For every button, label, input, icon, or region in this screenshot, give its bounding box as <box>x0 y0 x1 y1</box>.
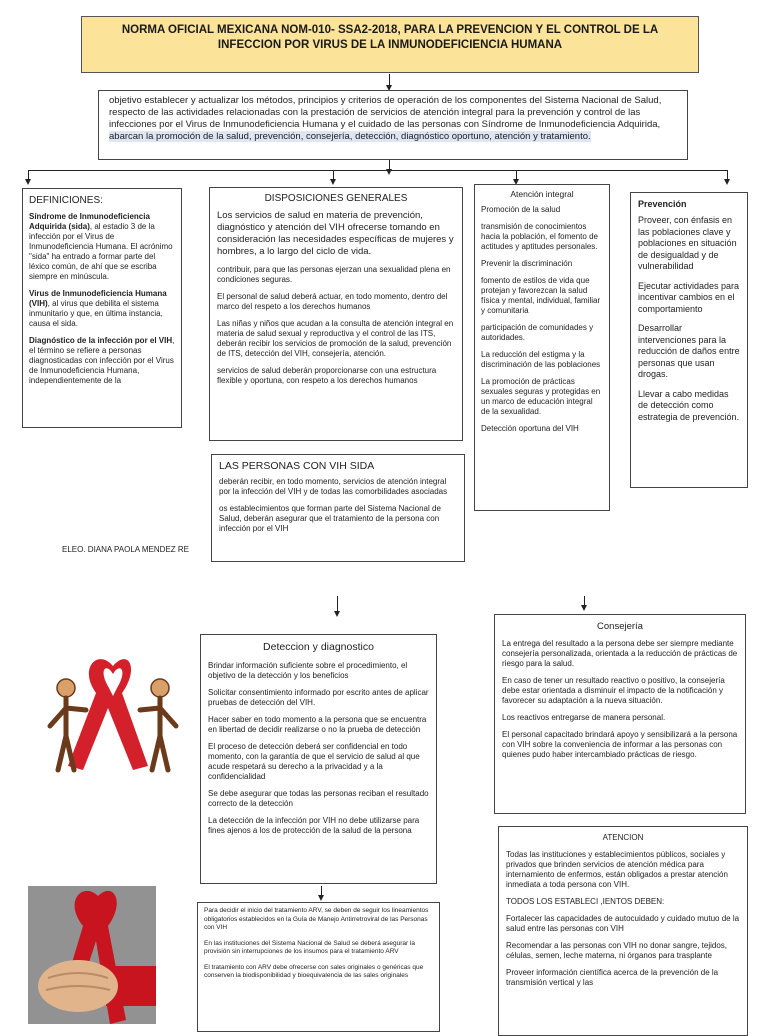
definicion-item: Diagnóstico de la infección por el VIH, … <box>29 336 175 385</box>
figure-right-head <box>150 678 170 698</box>
tratamiento-item: El tratamiento con ARV debe ofrecerse co… <box>204 963 424 980</box>
tratamiento-item: Para decidir el inicio del tratamiento A… <box>204 907 429 931</box>
prevencion-box: Prevención Proveer, con énfasis en las p… <box>630 192 748 488</box>
atencion-integral-item: Prevenir la discriminación <box>481 259 573 268</box>
atencion-integral-item: transmisión de conocimientos hacia la po… <box>481 222 598 251</box>
deteccion-box: Deteccion y diagnostico Brindar informac… <box>200 634 437 884</box>
consejeria-header: Consejería <box>597 621 643 632</box>
atencion-header: ATENCION <box>602 833 644 842</box>
prevencion-item: Desarrollar intervenciones para la reduc… <box>638 323 740 379</box>
definicion-item: Virus de Inmunodeficiencia Humana (VIH),… <box>29 289 167 328</box>
atencion-integral-item: fomento de estilos de vida que protejan … <box>481 276 601 315</box>
prevencion-item: Proveer, con énfasis en las poblaciones … <box>638 215 737 271</box>
personas-vih-header: LAS PERSONAS CON VIH SIDA <box>219 460 375 472</box>
atencion-integral-item: La promoción de prácticas sexuales segur… <box>481 377 601 416</box>
prevencion-item: Llevar a cabo medidas de detección como … <box>638 388 740 422</box>
tratamiento-box: Para decidir el inicio del tratamiento A… <box>197 902 440 1032</box>
atencion-integral-box: Atención integral Promoción de la salud … <box>474 184 610 511</box>
consejeria-item: En caso de tener un resultado reactivo o… <box>502 676 725 705</box>
personas-vih-item: deberán recibir, en todo momento, servic… <box>219 477 448 496</box>
definicion-item: Síndrome de Inmunodeficiencia Adquirida … <box>29 212 173 281</box>
arrow-disposiciones <box>330 170 336 185</box>
branch-line <box>28 170 728 171</box>
atencion-integral-item: Promoción de la salud <box>481 205 561 214</box>
disposiciones-box: DISPOSICIONES GENERALES Los servicios de… <box>209 187 463 441</box>
atencion-box: ATENCION Todas las instituciones y estab… <box>498 826 748 1036</box>
ribbon-people-illustration <box>47 659 179 773</box>
atencion-item: Recomendar a las personas con VIH no don… <box>506 941 728 960</box>
deteccion-header: Deteccion y diagnostico <box>263 641 374 653</box>
disposicion-item: contribuir, para que las personas ejerza… <box>217 265 451 284</box>
arrow-definiciones <box>25 170 31 185</box>
atencion-integral-item: participación de comunidades y autoridad… <box>481 323 594 342</box>
figure-right-body <box>137 695 179 773</box>
objetivo-highlight: abarcan la promoción de la salud, preven… <box>109 131 591 142</box>
atencion-item: Todas las instituciones y establecimient… <box>506 850 728 889</box>
atencion-item: Proveer información científica acerca de… <box>506 968 719 987</box>
disposicion-item: servicios de salud deberán proporcionars… <box>217 366 437 385</box>
definiciones-header: DEFINICIONES: <box>29 195 103 206</box>
arrow-atencion-integral <box>513 170 519 185</box>
consejeria-item: El personal capacitado brindará apoyo y … <box>502 730 738 759</box>
objetivo-text: objetivo establecer y actualizar los mét… <box>109 95 662 130</box>
personas-vih-item: os establecimientos que forman parte del… <box>219 504 441 533</box>
atencion-integral-header: Atención integral <box>510 189 574 199</box>
personas-vih-box: LAS PERSONAS CON VIH SIDA deberán recibi… <box>211 454 465 562</box>
page-title: NORMA OFICIAL MEXICANA NOM-010- SSA2-201… <box>81 16 699 73</box>
deteccion-item: La detección de la infección por VIH no … <box>208 816 420 835</box>
ribbon-shape <box>68 659 148 770</box>
arrow-deteccion <box>334 596 340 617</box>
disposiciones-header: DISPOSICIONES GENERALES <box>264 193 408 204</box>
disposicion-lead: Los servicios de salud en materia de pre… <box>217 210 454 257</box>
arrow-objetivo-down <box>386 160 392 175</box>
tratamiento-item: En las instituciones del Sistema Naciona… <box>204 939 416 956</box>
consejeria-box: Consejería La entrega del resultado a la… <box>494 614 746 814</box>
prevencion-header: Prevención <box>638 199 687 209</box>
deteccion-item: El proceso de detección deberá ser confi… <box>208 742 420 781</box>
atencion-item: TODOS LOS ESTABLECI ,IENTOS DEBEN: <box>506 897 665 906</box>
consejeria-item: La entrega del resultado a la persona de… <box>502 639 738 668</box>
objetivo-box: objetivo establecer y actualizar los mét… <box>98 90 688 160</box>
title-text: NORMA OFICIAL MEXICANA NOM-010- SSA2-201… <box>121 24 659 51</box>
fist-ribbon-photo <box>28 886 156 1024</box>
atencion-integral-item: La reducción del estigma y la discrimina… <box>481 350 601 369</box>
disposicion-item: El personal de salud deberá actuar, en t… <box>217 292 448 311</box>
prevencion-item: Ejecutar actividades para incentivar cam… <box>638 280 740 314</box>
deteccion-item: Se debe asegurar que todas las personas … <box>208 789 429 808</box>
atencion-integral-item: Detección oportuna del VIH <box>481 424 579 433</box>
atencion-item: Fortalecer las capacidades de autocuidad… <box>506 914 740 933</box>
consejeria-item: Los reactivos entregarse de manera perso… <box>502 713 666 722</box>
figure-left-body <box>47 695 89 773</box>
deteccion-item: Solicitar consentimiento informado por e… <box>208 688 429 707</box>
deteccion-item: Brindar información suficiente sobre el … <box>208 661 408 680</box>
arrow-title-objetivo <box>386 74 392 91</box>
arrow-tratamiento <box>318 886 324 901</box>
arrow-prevencion <box>724 170 730 185</box>
disposicion-item: Las niñas y niños que acudan a la consul… <box>217 319 454 358</box>
arrow-consejeria <box>581 596 587 611</box>
figure-left-head <box>56 678 76 698</box>
author-label: ELEO. DIANA PAOLA MENDEZ RE <box>62 545 189 554</box>
deteccion-item: Hacer saber en todo momento a la persona… <box>208 715 427 734</box>
definiciones-box: DEFINICIONES: Síndrome de Inmunodeficien… <box>22 188 182 428</box>
